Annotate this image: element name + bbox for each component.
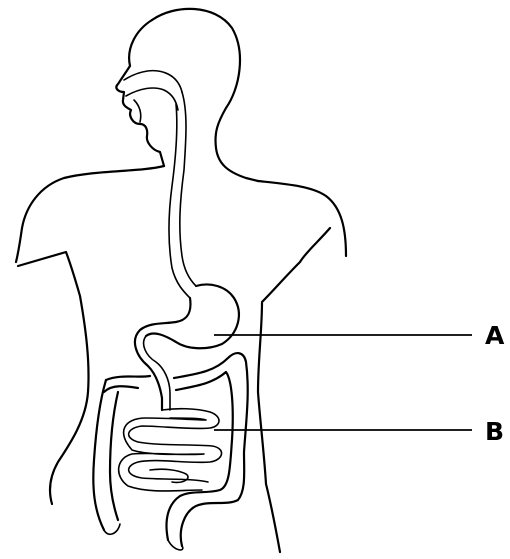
- stomach: [135, 285, 239, 411]
- label-b: B: [485, 417, 504, 446]
- large-intestine: [93, 353, 247, 550]
- esophagus: [124, 71, 196, 298]
- label-a: A: [485, 321, 505, 350]
- small-intestine: [119, 409, 222, 491]
